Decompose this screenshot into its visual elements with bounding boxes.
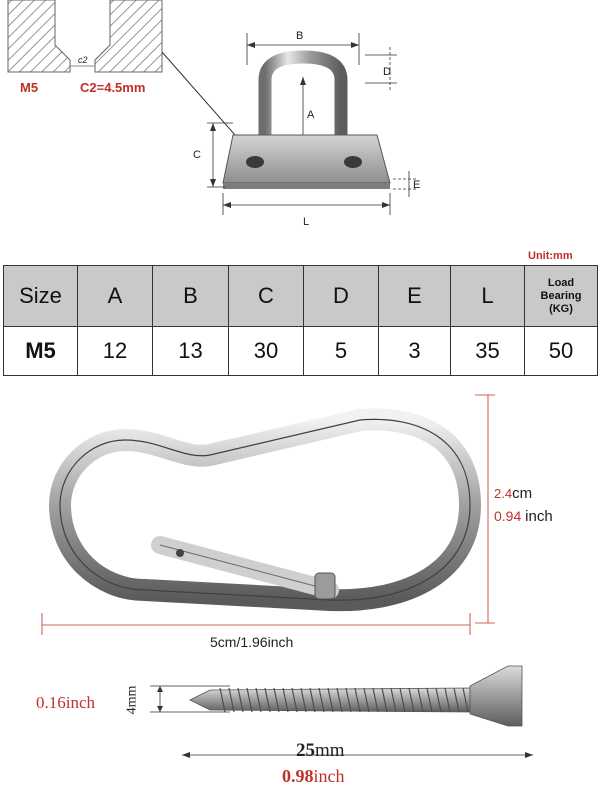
thread-ridge: [453, 687, 460, 713]
thread-ridge: [327, 687, 334, 713]
thread-ridge: [336, 687, 343, 713]
thread-ridge: [318, 687, 325, 713]
thread-ridge: [300, 687, 307, 713]
cell-e: 3: [378, 326, 451, 376]
thread-ridge: [237, 687, 244, 713]
screw-diameter-in: 0.16inch: [36, 693, 96, 712]
header-a: A: [77, 265, 153, 327]
cell-l: 35: [450, 326, 525, 376]
header-e: E: [378, 265, 451, 327]
header-b: B: [152, 265, 229, 327]
dim-b: B: [296, 30, 303, 42]
thread-ridge: [219, 687, 226, 713]
hole-label: c2: [78, 55, 88, 65]
carabiner-illustration: [30, 385, 540, 655]
header-load-bearing: Load Bearing (KG): [524, 265, 598, 327]
thread-ridge: [390, 687, 397, 713]
thread-ridge: [273, 687, 280, 713]
screw-length-mm: 25mm: [296, 740, 345, 762]
thread-ridge: [345, 687, 352, 713]
thread-ridge: [255, 687, 262, 713]
carabiner-length-label: 5cm/1.96inch: [210, 634, 294, 650]
wall-left: [7, 0, 71, 73]
spec-table: Size A B C D E L Load Bearing (KG) M5 12…: [3, 265, 598, 376]
header-d: D: [303, 265, 379, 327]
thread-ridge: [444, 687, 451, 713]
header-load-line2: Bearing: [540, 289, 582, 302]
header-load-line1: Load: [547, 276, 575, 289]
thread-ridge: [408, 687, 415, 713]
thread-ridge: [381, 687, 388, 713]
thread-ridge: [282, 687, 289, 713]
thread-ridge: [363, 687, 370, 713]
cell-c: 30: [228, 326, 304, 376]
dim-e: E: [413, 179, 420, 191]
screw-illustration: [150, 660, 530, 730]
unit-label: Unit:mm: [528, 250, 573, 262]
carabiner-gate: [151, 536, 339, 600]
cell-a: 12: [77, 326, 153, 376]
thread-size-label: M5: [20, 80, 39, 95]
carabiner-height-cm: 2.4cm: [494, 485, 532, 502]
thread-ridge: [246, 687, 253, 713]
thread-ridge: [354, 687, 361, 713]
thread-ridge: [435, 687, 442, 713]
height-in-unit: inch: [525, 508, 553, 525]
header-size: Size: [3, 265, 78, 327]
header-c: C: [228, 265, 304, 327]
screw-threads: [219, 687, 469, 713]
thread-ridge: [417, 687, 424, 713]
screw-length-dim: [182, 752, 533, 758]
hole-spec-label: C2=4.5mm: [80, 80, 146, 95]
dim-c: C: [193, 149, 201, 161]
height-cm-value: 2.4: [494, 486, 513, 501]
wall-right: [94, 0, 163, 73]
height-in-value: 0.94: [494, 508, 522, 524]
dim-l: L: [303, 216, 309, 228]
cell-d: 5: [303, 326, 379, 376]
height-cm-unit: cm: [512, 485, 533, 502]
dim-d: D: [383, 66, 391, 78]
cell-load: 50: [524, 326, 598, 376]
length-mm-unit: mm: [315, 740, 345, 761]
dim-a: A: [307, 109, 315, 121]
length-in-value: 0.98: [282, 766, 314, 786]
thread-ridge: [426, 687, 433, 713]
screw-diameter-dim: [157, 686, 163, 712]
thread-ridge: [399, 687, 406, 713]
header-load-line3: (KG): [549, 302, 573, 315]
length-in-unit: inch: [313, 766, 345, 786]
cross-section-diagram: c2 M5 C2=4.5mm: [0, 0, 170, 100]
header-l: L: [450, 265, 525, 327]
thread-ridge: [291, 687, 298, 713]
thread-ridge: [264, 687, 271, 713]
pad-eye-diagram: B D A C E L: [185, 25, 425, 235]
carabiner-height-in: 0.94 inch: [494, 508, 553, 525]
table-row: M5 12 13 30 5 3 35 50: [3, 326, 598, 376]
screw-diameter-mm: 4mm: [124, 685, 140, 715]
thread-ridge: [309, 687, 316, 713]
length-mm-value: 25: [296, 740, 315, 761]
thread-ridge: [372, 687, 379, 713]
cell-b: 13: [152, 326, 229, 376]
screw-length-in: 0.98inch: [282, 766, 345, 787]
thread-ridge: [462, 687, 469, 713]
cell-size: M5: [3, 326, 78, 376]
thread-ridge: [228, 687, 235, 713]
table-header-row: Size A B C D E L Load Bearing (KG): [3, 265, 598, 327]
